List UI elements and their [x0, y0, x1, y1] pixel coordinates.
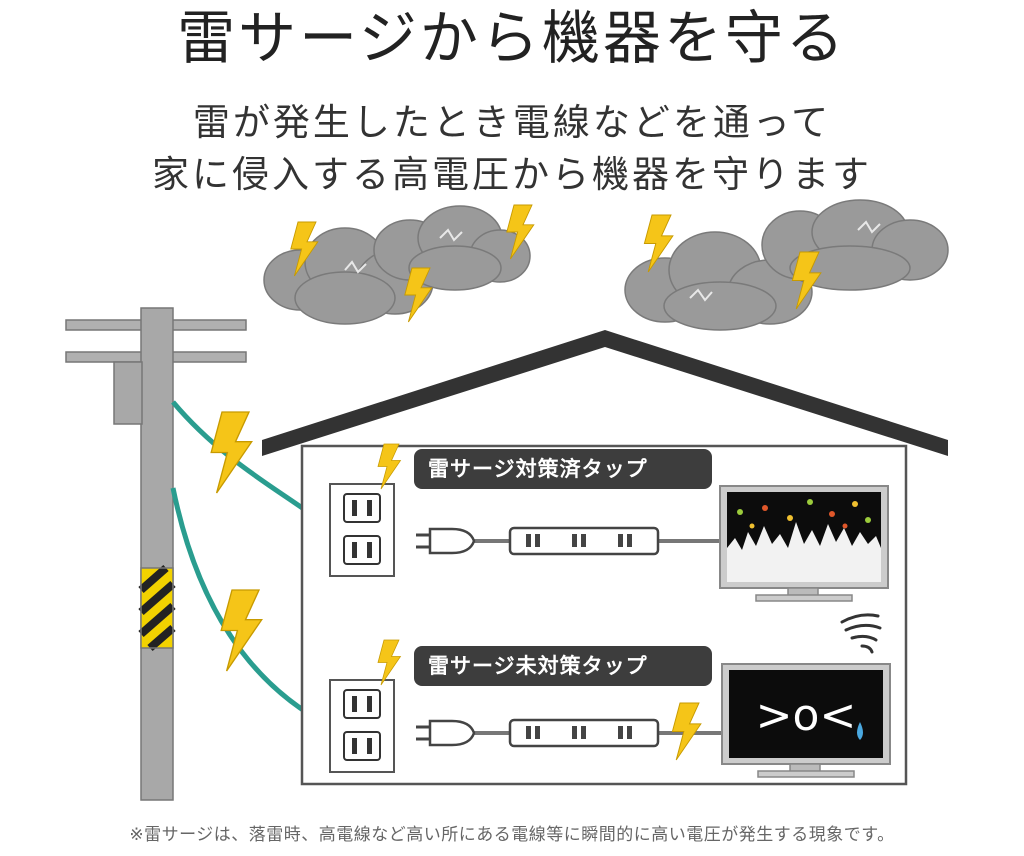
wall-outlet-icon	[329, 679, 395, 773]
footnote: ※雷サージは、落雷時、高電線など高い所にある電線等に瞬間的に高い電圧が発生する現…	[129, 825, 895, 845]
sweat-drop-icon	[857, 722, 863, 740]
lightning-bolt-icon	[210, 411, 253, 494]
power-strip-icon	[508, 718, 660, 748]
television-icon	[721, 663, 891, 778]
protected-tap-label: 雷サージ対策済タップ	[414, 449, 712, 489]
subtitle-line-1: 雷が発生したとき電線などを通って	[192, 101, 832, 144]
dizzy-swirl-icon	[840, 613, 882, 654]
lightning-bolt-icon	[220, 589, 263, 672]
storm-cloud-icon	[263, 205, 531, 325]
power-strip-icon	[508, 526, 660, 556]
television-icon	[719, 485, 889, 602]
tv-face-text: >o<	[756, 690, 857, 741]
page-title: 雷サージから機器を守る	[177, 4, 847, 72]
subtitle-line-2: 家に侵入する高電圧から機器を守ります	[152, 153, 872, 196]
unprotected-tap-label: 雷サージ未対策タップ	[414, 646, 712, 686]
wall-outlet-icon	[329, 483, 395, 577]
storm-cloud-icon	[624, 199, 949, 331]
utility-pole-icon	[65, 307, 247, 801]
